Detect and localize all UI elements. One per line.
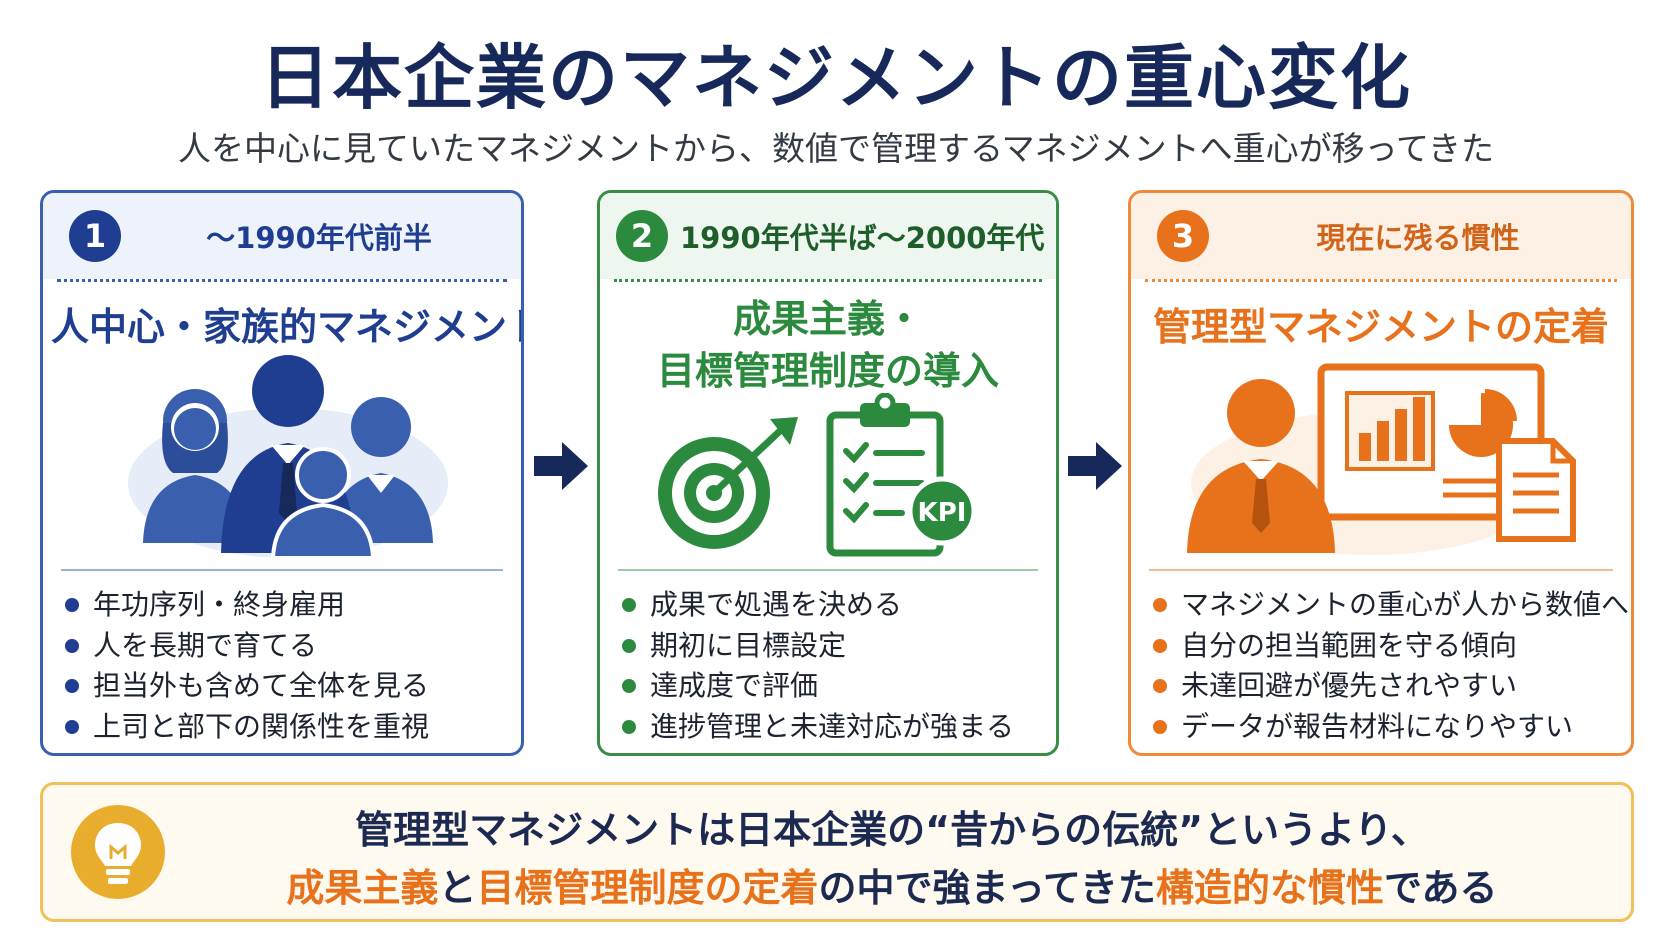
stage-card-1: 1 〜1990年代前半 人中心・家族的マネジメント 年功序列・終身雇用 人を長期… bbox=[40, 190, 524, 756]
period-label: 1990年代半ば〜2000年代 bbox=[680, 221, 1045, 255]
bullet-icon bbox=[1153, 719, 1167, 734]
feature-list: 年功序列・終身雇用 人を長期で育てる 担当外も含めて全体を見る 上司と部下の関係… bbox=[65, 585, 513, 747]
list-item: 未達回避が優先されやすい bbox=[1153, 666, 1623, 707]
bullet-icon bbox=[1153, 638, 1167, 653]
card-header: 3 現在に残る慣性 bbox=[1131, 193, 1631, 279]
bullet-icon bbox=[65, 598, 79, 613]
lightbulb-icon bbox=[71, 805, 165, 899]
list-item: 担当外も含めて全体を見る bbox=[65, 666, 513, 707]
list-item: 人を長期で育てる bbox=[65, 626, 513, 667]
list-item: 期初に目標設定 bbox=[622, 626, 1048, 667]
list-item: 上司と部下の関係性を重視 bbox=[65, 707, 513, 748]
section-separator bbox=[618, 569, 1038, 571]
period-label: 〜1990年代前半 bbox=[206, 221, 432, 255]
list-item: 進捗管理と未達対応が強まる bbox=[622, 707, 1048, 748]
bullet-icon bbox=[622, 679, 636, 694]
manager-dashboard-icon bbox=[1187, 363, 1576, 555]
conclusion-line-2: 成果主義と目標管理制度の定着の中で強まってきた構造的な慣性である bbox=[183, 857, 1601, 912]
step-number: 1 bbox=[69, 210, 121, 262]
card-header: 2 1990年代半ば〜2000年代 bbox=[600, 193, 1056, 279]
kpi-badge: KPI bbox=[918, 498, 967, 528]
header-divider bbox=[1145, 279, 1617, 282]
heading-line: 管理型マネジメントの定着 bbox=[1152, 305, 1609, 349]
conclusion-box: 管理型マネジメントは日本企業の“昔からの伝統”というより、 成果主義と目標管理制… bbox=[40, 782, 1634, 922]
family-group-icon bbox=[128, 355, 448, 560]
stage-card-2: 2 1990年代半ば〜2000年代 成果主義・ 目標管理制度の導入 KPI 成果… bbox=[597, 190, 1059, 756]
step-number: 2 bbox=[616, 210, 668, 262]
feature-list: 成果で処遇を決める 期初に目標設定 達成度で評価 進捗管理と未達対応が強まる bbox=[622, 585, 1048, 747]
highlight-text: 構造的な慣性 bbox=[1155, 866, 1384, 910]
plain-text: である bbox=[1383, 866, 1498, 910]
header-divider bbox=[57, 279, 507, 282]
section-separator bbox=[1149, 569, 1613, 571]
list-item: 年功序列・終身雇用 bbox=[65, 585, 513, 626]
page-title: 日本企業のマネジメントの重心変化 bbox=[260, 37, 1412, 119]
list-item: マネジメントの重心が人から数値へ bbox=[1153, 585, 1629, 626]
period-label: 現在に残る慣性 bbox=[1316, 221, 1520, 255]
list-item: 成果で処遇を決める bbox=[622, 585, 1048, 626]
bullet-icon bbox=[65, 679, 79, 694]
card-heading: 人中心・家族的マネジメント bbox=[51, 301, 524, 353]
highlight-text: 成果主義 bbox=[286, 866, 439, 910]
checklist-icon: KPI bbox=[826, 393, 977, 557]
card-header: 1 〜1990年代前半 bbox=[43, 193, 521, 279]
step-number: 3 bbox=[1157, 210, 1209, 262]
heading-line: 成果主義・ bbox=[732, 297, 923, 341]
card-heading: 管理型マネジメントの定着 bbox=[1139, 301, 1623, 353]
arrow-right-icon bbox=[1068, 442, 1122, 490]
highlight-text: 目標管理制度の定着 bbox=[476, 866, 819, 910]
plain-text: の中で強まってきた bbox=[818, 866, 1156, 910]
target-icon bbox=[658, 417, 798, 549]
stage-card-3: 3 現在に残る慣性 管理型マネジメントの定着 マネジメントの重心が人から数値へ … bbox=[1128, 190, 1634, 756]
bullet-icon bbox=[622, 638, 636, 653]
page-subtitle: 人を中心に見ていたマネジメントから、数値で管理するマネジメントへ重心が移ってきた bbox=[177, 129, 1495, 168]
plain-text: と bbox=[438, 866, 477, 910]
card-heading: 成果主義・ 目標管理制度の導入 bbox=[608, 293, 1048, 397]
feature-list: マネジメントの重心が人から数値へ 自分の担当範囲を守る傾向 未達回避が優先されや… bbox=[1153, 585, 1629, 748]
heading-line: 人中心・家族的マネジメント bbox=[51, 305, 524, 349]
bullet-icon bbox=[1153, 598, 1167, 613]
bullet-icon bbox=[622, 598, 636, 613]
bullet-icon bbox=[65, 719, 79, 734]
list-item: 自分の担当範囲を守る傾向 bbox=[1153, 626, 1623, 667]
bullet-icon bbox=[1153, 679, 1167, 694]
header-divider bbox=[614, 279, 1042, 282]
bullet-icon bbox=[622, 719, 636, 734]
list-item: 達成度で評価 bbox=[622, 666, 1048, 707]
list-item: データが報告材料になりやすい bbox=[1153, 707, 1623, 748]
bullet-icon bbox=[65, 638, 79, 653]
arrow-right-icon bbox=[534, 442, 588, 490]
heading-line: 目標管理制度の導入 bbox=[656, 349, 999, 393]
conclusion-line-1: 管理型マネジメントは日本企業の“昔からの伝統”というより、 bbox=[355, 808, 1429, 852]
section-separator bbox=[61, 569, 503, 571]
